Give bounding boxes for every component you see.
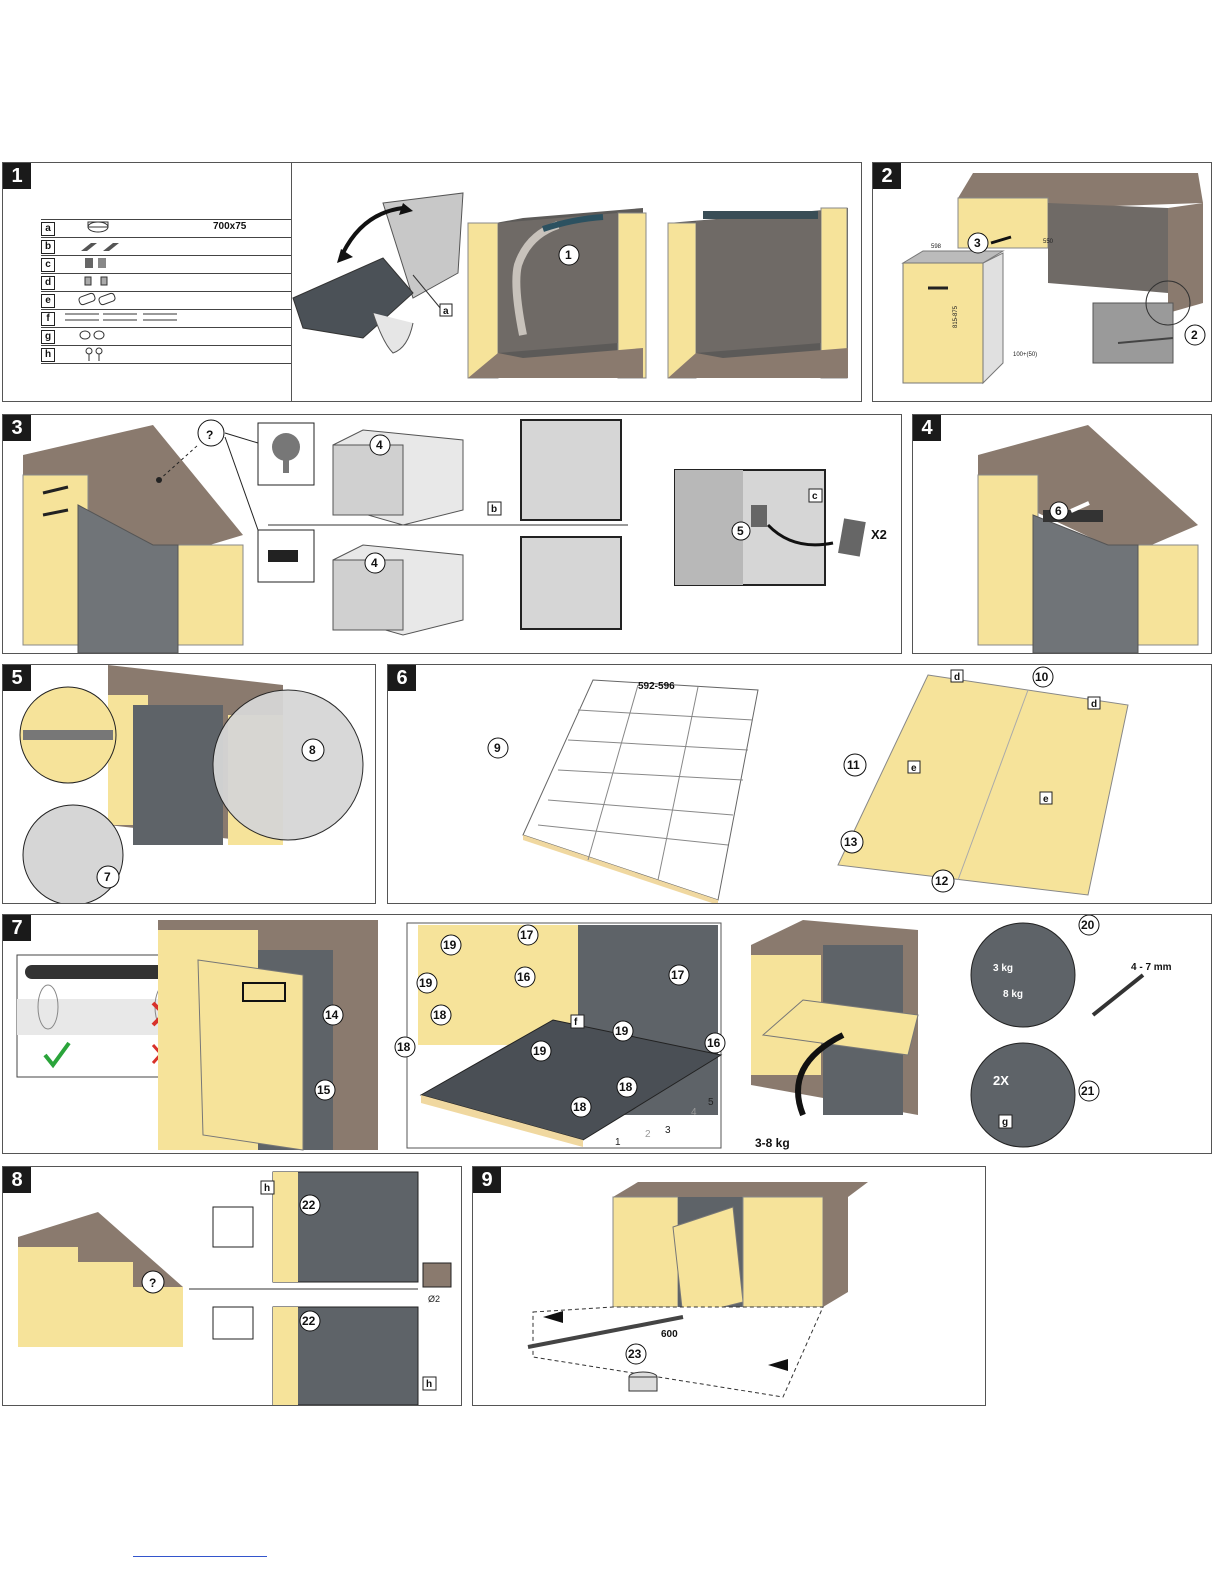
part-a-label: a (443, 306, 449, 317)
callout-11: 11 (847, 758, 860, 772)
callout-1: 1 (565, 248, 572, 262)
callout-18b: 18 (433, 1008, 447, 1022)
callout-3: 3 (974, 236, 981, 250)
cut-width-dim: 600 (661, 1329, 678, 1340)
step-1-illustration: a 1 (3, 163, 861, 401)
callout-19d: 19 (419, 976, 433, 990)
step-7-illustration: 14 15 f 19 17 17 16 16 18 18 18 18 19 19… (3, 915, 1211, 1153)
question-callout-8: ? (149, 1276, 156, 1290)
callout-23: 23 (628, 1347, 642, 1361)
times-2x: 2X (993, 1073, 1009, 1088)
dim-depth: 550 (1043, 239, 1054, 245)
callout-7: 7 (104, 870, 111, 884)
step-6-illustration: 592-596 9 10 d d e e 11 13 12 (388, 665, 1211, 903)
layer-4: 4 (691, 1107, 697, 1118)
step-5-illustration: 8 7 (3, 665, 375, 903)
layer-2: 2 (645, 1129, 651, 1140)
callout-19a: 19 (443, 938, 457, 952)
step-5-panel: 5 8 7 (2, 664, 376, 904)
step-4-panel: 4 6 (912, 414, 1212, 654)
times-label: X2 (871, 527, 887, 542)
footer-link-underline (133, 1556, 267, 1557)
step-2-illustration: 598 815-875 550 100+(50) 3 2 (873, 163, 1211, 401)
callout-18c: 18 (573, 1100, 587, 1114)
layer-5: 5 (708, 1097, 714, 1108)
part-e-label-1: e (911, 763, 917, 774)
part-b-label: b (491, 504, 497, 515)
callout-16a: 16 (517, 970, 531, 984)
callout-18d: 18 (619, 1080, 633, 1094)
callout-18a: 18 (397, 1040, 411, 1054)
layer-1: 1 (615, 1137, 621, 1148)
step-2-panel: 2 598 815-875 550 100+(50) 3 2 (872, 162, 1212, 402)
dim-side: 100+(50) (1013, 352, 1037, 358)
part-c-label: c (812, 491, 818, 502)
part-h-label-2: h (426, 1379, 432, 1390)
part-g-label: g (1002, 1117, 1008, 1128)
callout-16b: 16 (707, 1036, 721, 1050)
callout-17a: 17 (520, 928, 534, 942)
step-9-illustration: 600 23 (473, 1167, 985, 1405)
step-7-panel: 7 14 15 f 19 17 17 16 (2, 914, 1212, 1154)
callout-4a: 4 (376, 438, 383, 452)
step-9-panel: 9 600 23 (472, 1166, 986, 1406)
step-6-panel: 6 592-596 9 10 d d e e 11 13 12 (387, 664, 1212, 904)
step-8-illustration: ? h h 22 22 Ø2 (3, 1167, 461, 1405)
step-3-illustration: ? 4 4 b 5 c X2 (3, 415, 901, 653)
callout-12: 12 (935, 874, 949, 888)
question-callout: ? (206, 428, 213, 442)
callout-22b: 22 (302, 1314, 316, 1328)
layer-3: 3 (665, 1125, 671, 1136)
dim-width: 598 (931, 244, 942, 250)
gap-label: 4 - 7 mm (1131, 962, 1172, 973)
callout-19c: 19 (533, 1044, 547, 1058)
callout-2: 2 (1191, 328, 1198, 342)
callout-20: 20 (1081, 918, 1095, 932)
callout-15: 15 (317, 1083, 331, 1097)
callout-8: 8 (309, 743, 316, 757)
hole-diameter: Ø2 (428, 1294, 440, 1304)
step-4-illustration: 6 (913, 415, 1211, 653)
callout-13: 13 (844, 835, 858, 849)
step-3-panel: 3 ? 4 4 b 5 c (2, 414, 902, 654)
weight-range: 3-8 kg (755, 1136, 790, 1150)
callout-14: 14 (325, 1008, 339, 1022)
part-d-label-2: d (1091, 699, 1097, 710)
callout-10: 10 (1035, 670, 1049, 684)
callout-9: 9 (494, 741, 501, 755)
callout-21: 21 (1081, 1084, 1095, 1098)
callout-4b: 4 (371, 556, 378, 570)
callout-17b: 17 (671, 968, 685, 982)
part-e-label-2: e (1043, 794, 1049, 805)
step-8-panel: 8 ? h h 22 22 Ø2 (2, 1166, 462, 1406)
weight-low: 3 kg (993, 963, 1013, 974)
callout-22a: 22 (302, 1198, 316, 1212)
dim-height: 815-875 (953, 305, 959, 328)
part-h-label-1: h (264, 1183, 270, 1194)
callout-5: 5 (737, 524, 744, 538)
part-d-label-1: d (954, 672, 960, 683)
callout-6: 6 (1055, 504, 1062, 518)
weight-high: 8 kg (1003, 989, 1023, 1000)
callout-19b: 19 (615, 1024, 629, 1038)
panel-width-dim: 592-596 (638, 681, 675, 692)
